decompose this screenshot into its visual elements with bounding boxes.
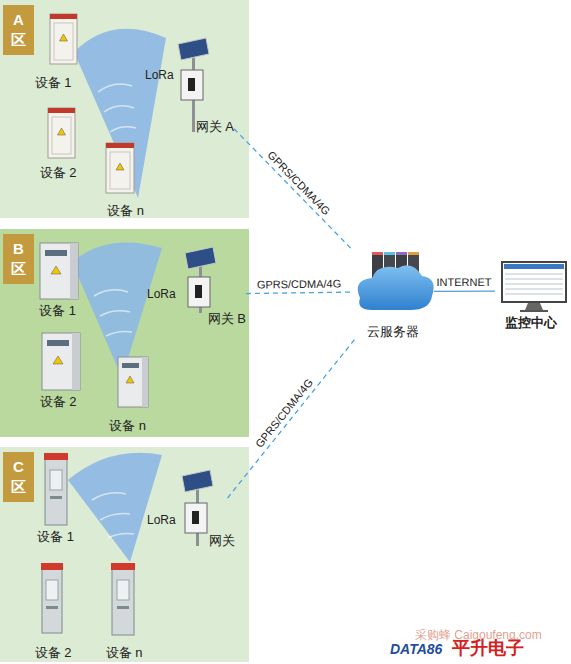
zone-panel: A 区设备 1 设备 2 设备 n 网关 A [0,0,249,218]
lora-wave [74,29,166,198]
cloud-server-node: 云服务器 [352,244,434,339]
device-label: 设备 1 [30,303,85,318]
pillar-illustration [41,563,63,633]
gateway-node: 网关 A [178,66,234,134]
monitor-center-node: 监控中心 [495,252,567,330]
zone-tag: C 区 [3,452,34,502]
link-label: INTERNET [437,276,492,288]
device-node: 设备 2 [28,563,78,660]
device-label: 设备 n [98,203,153,218]
zone-panel: B 区设备 1 设备 2 设备 n 网关 B [0,229,249,437]
wireless-link [228,339,355,498]
device-label: 设备 2 [33,165,83,180]
device-label: 设备 1 [28,529,83,544]
gateway-illustration [178,38,209,132]
wireless-link [246,292,352,293]
cabinet-illustration [40,243,78,299]
brand-logo: DATA86 [390,641,442,657]
zone-tag: A 区 [3,5,34,55]
gateway-label: 网关 B [184,311,246,326]
link-label: GPRS/CDMA/4G [257,277,342,290]
device-label: 设备 n [100,418,155,433]
protocol-label: LoRa [147,287,176,301]
device-node: 设备 n [98,563,150,660]
cabinet-illustration [42,333,80,390]
device-label: 设备 n [98,645,150,660]
link-label: GPRS/CDMA/4G [253,376,315,449]
device-label: 设备 2 [28,645,78,660]
device-node: 设备 2 [33,106,83,180]
device-label: 设备 1 [28,75,78,90]
device-node: 设备 1 [28,453,83,544]
monitor-label: 监控中心 [495,315,567,330]
device-node: 设备 1 [28,12,78,90]
gateway-illustration [182,470,213,546]
internet-link [434,290,495,292]
device-label: 设备 2 [33,394,83,409]
monitor-illustration [502,262,566,312]
server-label: 云服务器 [352,324,434,339]
zone-tag: B 区 [3,234,34,284]
wireless-link [234,129,352,250]
device-node: 设备 n [98,141,153,218]
zone-panel: C 区设备 1 设备 2 设备 n 网关 [0,447,249,662]
lora-wave [72,242,162,378]
gateway-label: 网关 A [178,119,234,134]
gateway-label: 网关 [180,533,235,548]
cabinet-illustration [50,14,77,64]
gateway-node: 网关 [180,498,235,548]
protocol-label: LoRa [147,513,176,527]
cabinet-illustration [118,357,148,407]
brand-name: 平升电子 [452,636,524,660]
device-node: 设备 1 [30,241,85,318]
gateway-illustration [185,247,216,313]
link-label: GPRS/CDMA/4G [266,148,334,217]
protocol-label: LoRa [145,68,174,82]
lora-wave [68,453,162,562]
pillar-illustration [44,453,68,525]
cabinet-illustration [106,143,134,193]
device-node: 设备 2 [33,331,83,409]
pillar-illustration [111,563,135,635]
gateway-node: 网关 B [184,262,246,326]
device-node: 设备 n [100,355,155,433]
cloud-server-illustration [358,252,434,310]
cabinet-illustration [48,108,75,158]
